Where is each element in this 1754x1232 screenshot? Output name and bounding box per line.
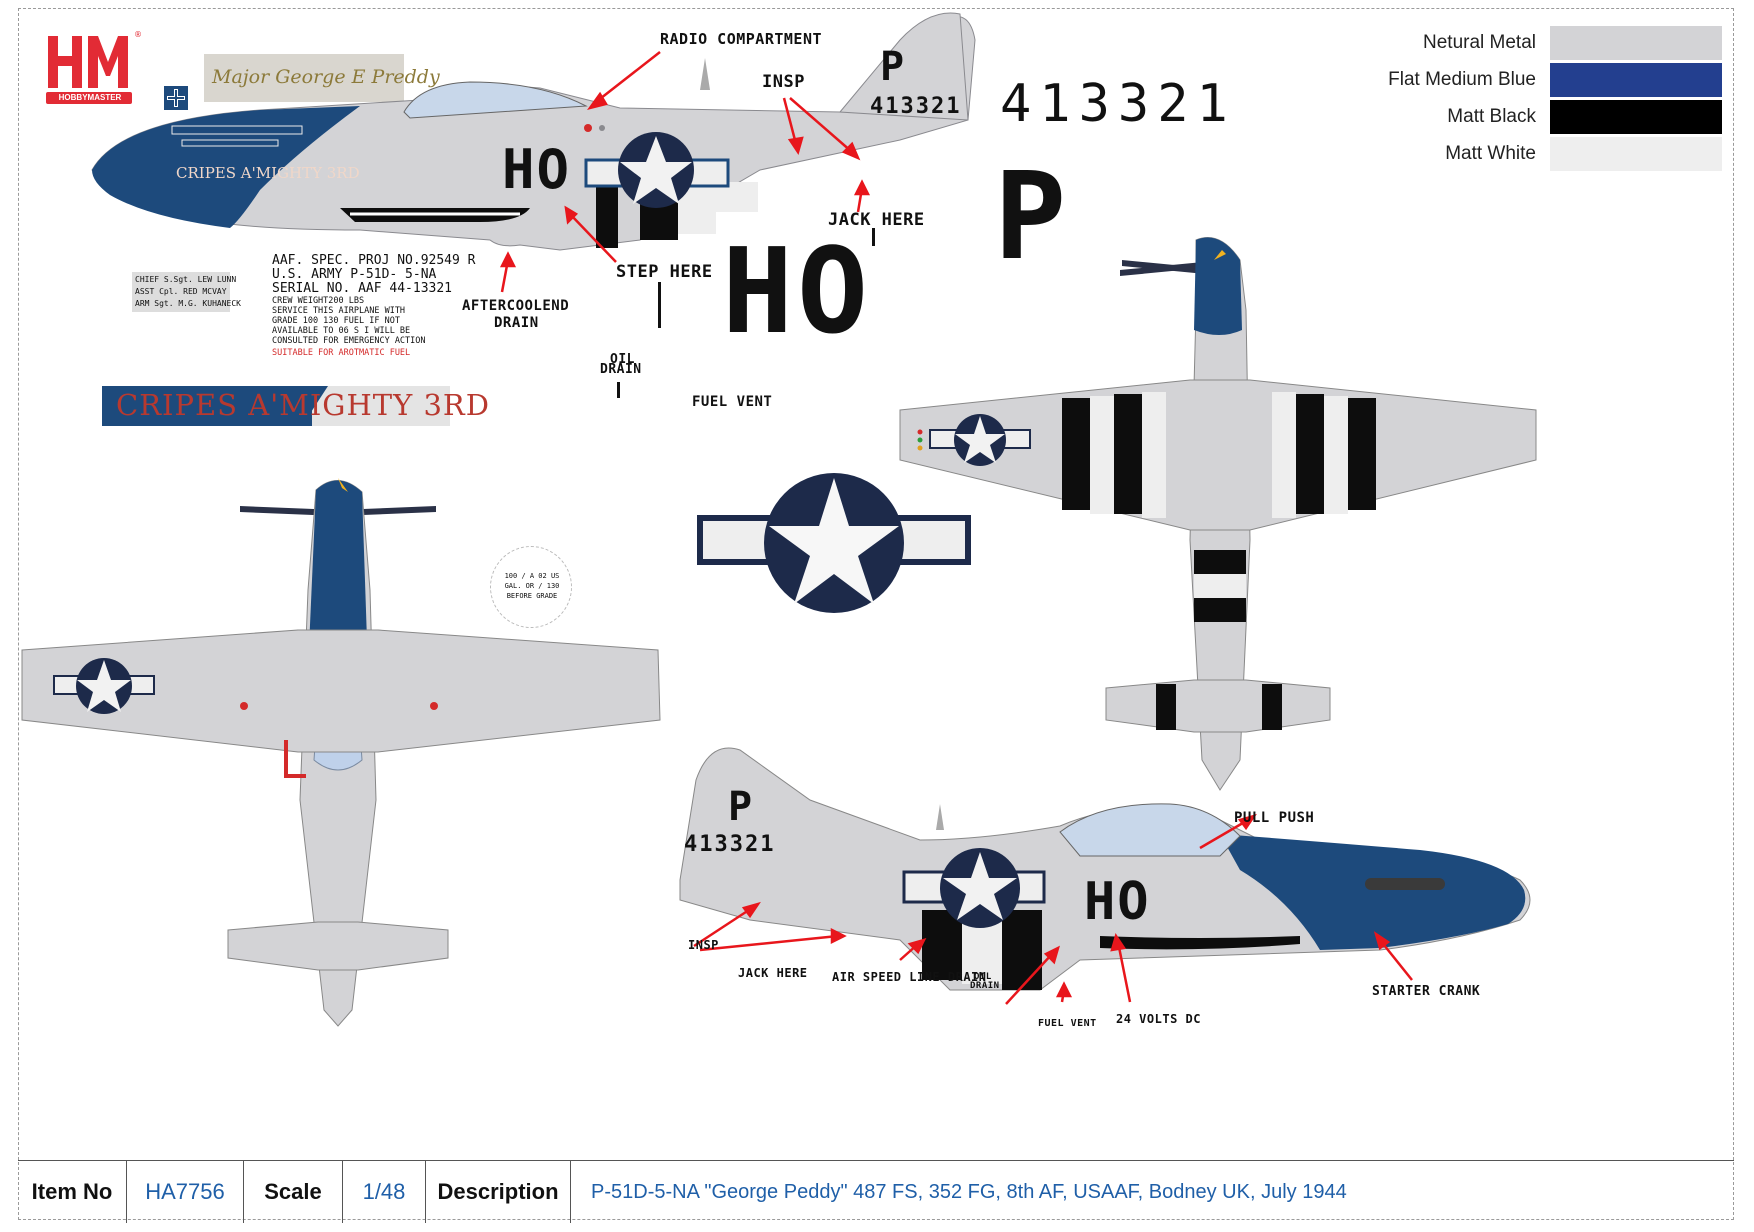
crew-block: CHIEF S.Sgt. LEW LUNN ASST Cpl. RED MCVA… [132,272,241,312]
nose-art-small: CRIPES A'MIGHTY 3RD [176,164,360,182]
legend-name: Flat Medium Blue [1388,69,1536,90]
data-line: SERIAL NO. AAF 44-13321 [272,281,453,296]
decal-sheet [18,8,1734,1220]
legend-row-white: Matt White [1336,137,1722,171]
callout-insp-top: INSP [762,72,805,92]
footer-info-table: Item No HA7756 Scale 1/48 Description P-… [18,1160,1734,1223]
legend-swatch [1550,137,1722,171]
code-letters-fuselage: HO [502,138,572,201]
callout-jack-top: JACK HERE [828,210,925,230]
underside-view-right [899,237,1537,791]
tail-serial-small: 413321 [870,94,962,119]
data-line-red: SUITABLE FOR AROTMATIC FUEL [272,348,411,358]
crew-asst: ASST Cpl. RED MCVAY [135,287,227,296]
item-no-label: Item No [18,1161,127,1223]
logo-mark-icon [46,36,132,104]
callout-insp-bottom: INSP [688,938,719,952]
legend-swatch [1550,100,1722,134]
nose-art-banner: CRIPES A'MIGHTY 3RD [102,386,489,426]
nose-art-large: CRIPES A'MIGHTY 3RD [116,388,491,422]
tail-letter-small: P [880,44,905,90]
decal-dash [872,228,875,246]
callout-24-volts: 24 VOLTS DC [1116,1012,1201,1026]
hobbymaster-logo: HOBBYMASTER ® [44,30,144,110]
callout-starter-crank: STARTER CRANK [1372,984,1481,999]
legend-swatch [1550,63,1722,97]
banner-blue-wedge [302,386,328,426]
side-profile-left [91,12,976,293]
data-line: CONSULTED FOR EMERGENCY ACTION [272,336,426,346]
tail-letter-large: P [994,148,1067,287]
crew-arm: ARM Sgt. M.G. KUHANECK [135,299,241,308]
upper-view-left [21,478,661,1027]
victory-cross-icon [164,86,188,110]
legend-name: Netural Metal [1423,32,1536,53]
callout-airspeed-drain: AIR SPEED LINE DRAIN [832,970,987,984]
tail-serial-bottom: 413321 [684,832,776,857]
legend-swatch [1550,26,1722,60]
fuel-grade-ring-text: 100 / A 02 US GAL. OR / 130 BEFORE GRADE [504,572,560,600]
description-label: Description [426,1161,571,1223]
banner-blue-field [102,386,312,426]
decal-dash [617,382,620,398]
callout-jack-bottom: JACK HERE [738,966,808,980]
callout-oil-2: DRAIN [600,362,642,377]
technical-data-block: AAF. SPEC. PROJ NO.92549 R U.S. ARMY P-5… [272,253,476,360]
code-letters-large: HO [722,222,873,360]
legend-row-metal: Netural Metal [1336,26,1722,60]
data-line: U.S. ARMY P-51D- 5-NA [272,267,437,282]
callout-aftercool-2: DRAIN [494,315,539,331]
legend-row-black: Matt Black [1336,100,1722,134]
data-line: SERVICE THIS AIRPLANE WITH [272,306,406,316]
legend-name: Matt Black [1447,106,1536,127]
logo-registered: ® [134,30,142,39]
description-value: P-51D-5-NA "George Peddy" 487 FS, 352 FG… [591,1180,1347,1203]
scale-label: Scale [244,1161,343,1223]
callout-pull-push: PULL PUSH [1234,810,1315,826]
data-line: AVAILABLE TO 06 S I WILL BE [272,326,411,336]
code-letters-bottom: HO [1084,872,1151,932]
serial-large-decal: 413321 [1000,74,1236,134]
legend-row-blue: Flat Medium Blue [1336,63,1722,97]
callout-aftercool-1: AFTERCOOLEND [462,298,570,314]
callout-fuel-vent: FUEL VENT [692,394,773,410]
pilot-signature-panel: Major George E Preddy [204,54,440,102]
legend-name: Matt White [1445,143,1536,164]
data-line: CREW WEIGHT200 LBS [272,296,365,306]
scale-value: 1/48 [343,1161,426,1223]
item-no-value: HA7756 [127,1161,244,1223]
data-line: AAF. SPEC. PROJ NO.92549 R [272,253,476,268]
logo-subtitle: HOBBYMASTER [58,93,122,102]
tail-letter-bottom: P [728,784,753,830]
callout-radio-compartment: RADIO COMPARTMENT [660,30,823,48]
data-line: GRADE 100 130 FUEL IF NOT [272,316,400,326]
callout-oil-1: OIL [610,352,635,367]
callout-fuel-vent-bottom: FUEL VENT [1038,1018,1097,1029]
decal-dash [658,282,661,328]
star-insignia-large [697,473,971,613]
callout-step-here: STEP HERE [616,262,713,282]
side-profile-right [679,747,1531,1005]
callout-oil-bottom-1: OIL [974,972,992,982]
crew-chief: CHIEF S.Sgt. LEW LUNN [135,275,237,284]
pilot-signature: Major George E Preddy [212,66,440,88]
callout-oil-bottom-2: DRAIN [970,981,1000,991]
fuel-grade-ring: 100 / A 02 US GAL. OR / 130 BEFORE GRADE [490,546,572,628]
